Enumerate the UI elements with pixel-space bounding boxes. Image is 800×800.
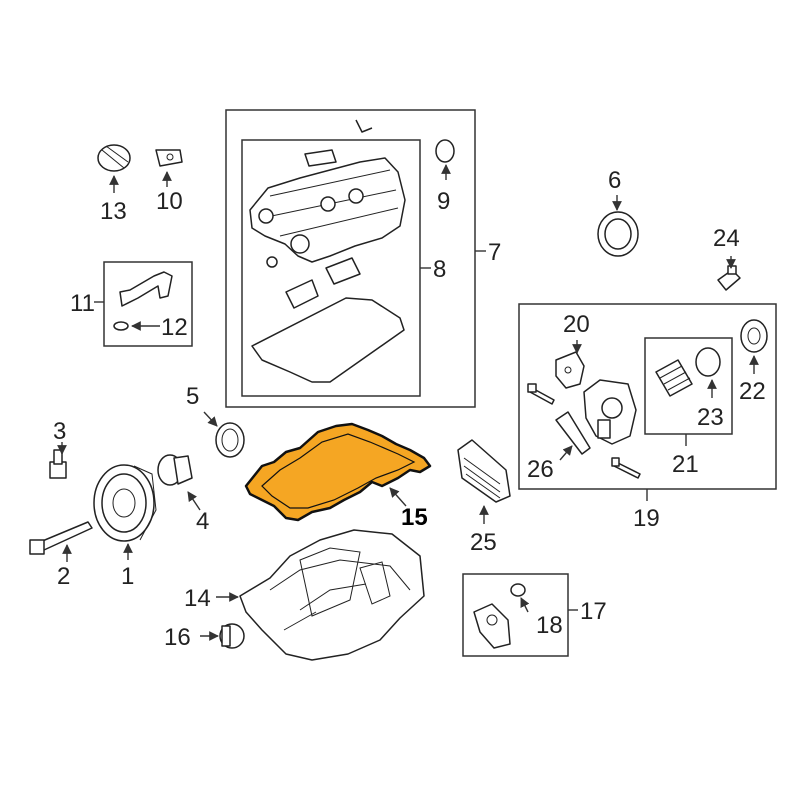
callout-1: 1	[121, 563, 134, 590]
oil-filter-element-21[interactable]	[655, 359, 693, 397]
valve-cover-clip[interactable]	[355, 119, 373, 133]
callout-18: 18	[536, 612, 563, 639]
callout-15: 15	[401, 504, 428, 531]
callout-11: 11	[70, 290, 95, 317]
drain-plug-16[interactable]	[219, 623, 245, 649]
spark-plug-seals-8[interactable]	[285, 257, 361, 309]
callout-16: 16	[164, 624, 191, 651]
callout-19: 19	[633, 505, 660, 532]
bolt-19b[interactable]	[611, 457, 641, 479]
sensor-24[interactable]	[717, 265, 741, 291]
callout-5: 5	[186, 383, 199, 410]
valve-cover-part[interactable]	[249, 149, 406, 263]
callout-6: 6	[608, 167, 621, 194]
breather-hose-11[interactable]	[119, 271, 173, 307]
seal-5[interactable]	[215, 422, 245, 458]
callout-8: 8	[433, 256, 446, 283]
callout-2: 2	[57, 563, 70, 590]
group-box-17	[462, 573, 569, 657]
callout-4: 4	[196, 508, 209, 535]
oil-pan-14[interactable]	[239, 529, 425, 661]
callout-9: 9	[437, 188, 450, 215]
group-box-7	[225, 109, 476, 408]
bracket-20[interactable]	[555, 351, 585, 389]
oil-cooler-25[interactable]	[457, 439, 511, 503]
callout-20: 20	[563, 311, 590, 338]
o-ring-12[interactable]	[113, 321, 129, 331]
callout-24: 24	[713, 225, 740, 252]
o-ring-23[interactable]	[695, 347, 721, 377]
group-box-19	[518, 303, 777, 490]
callout-13: 13	[100, 198, 127, 225]
callout-22: 22	[739, 378, 766, 405]
gasket-inner-edge	[261, 433, 416, 509]
callout-26: 26	[527, 456, 554, 483]
callout-3: 3	[53, 418, 66, 445]
crankshaft-seal-6[interactable]	[597, 211, 639, 257]
group-box-21	[644, 337, 733, 435]
callout-7: 7	[488, 239, 501, 266]
bolt-19a[interactable]	[527, 383, 555, 405]
callout-21: 21	[672, 451, 699, 478]
seal-9[interactable]	[435, 139, 455, 163]
callout-17: 17	[580, 598, 607, 625]
bolt-3[interactable]	[49, 449, 67, 479]
group-box-11	[103, 261, 193, 347]
callout-10: 10	[156, 188, 183, 215]
gasket-10[interactable]	[155, 149, 183, 167]
oil-filler-cap-13[interactable]	[97, 144, 131, 172]
pipe-26[interactable]	[555, 411, 591, 455]
o-ring-18[interactable]	[510, 583, 526, 597]
callout-14: 14	[184, 585, 211, 612]
oil-filter-housing[interactable]	[583, 379, 637, 445]
filter-cap-22[interactable]	[740, 319, 768, 353]
callout-25: 25	[470, 529, 497, 556]
callout-23: 23	[697, 404, 724, 431]
callout-12: 12	[161, 314, 188, 341]
crankshaft-pulley-1[interactable]	[93, 464, 157, 542]
damper-4[interactable]	[157, 454, 193, 486]
oil-level-sensor-17[interactable]	[473, 603, 511, 649]
small-washer-8[interactable]	[266, 256, 278, 268]
valve-cover-gasket-8[interactable]	[251, 297, 405, 383]
bolt-2[interactable]	[29, 521, 93, 555]
